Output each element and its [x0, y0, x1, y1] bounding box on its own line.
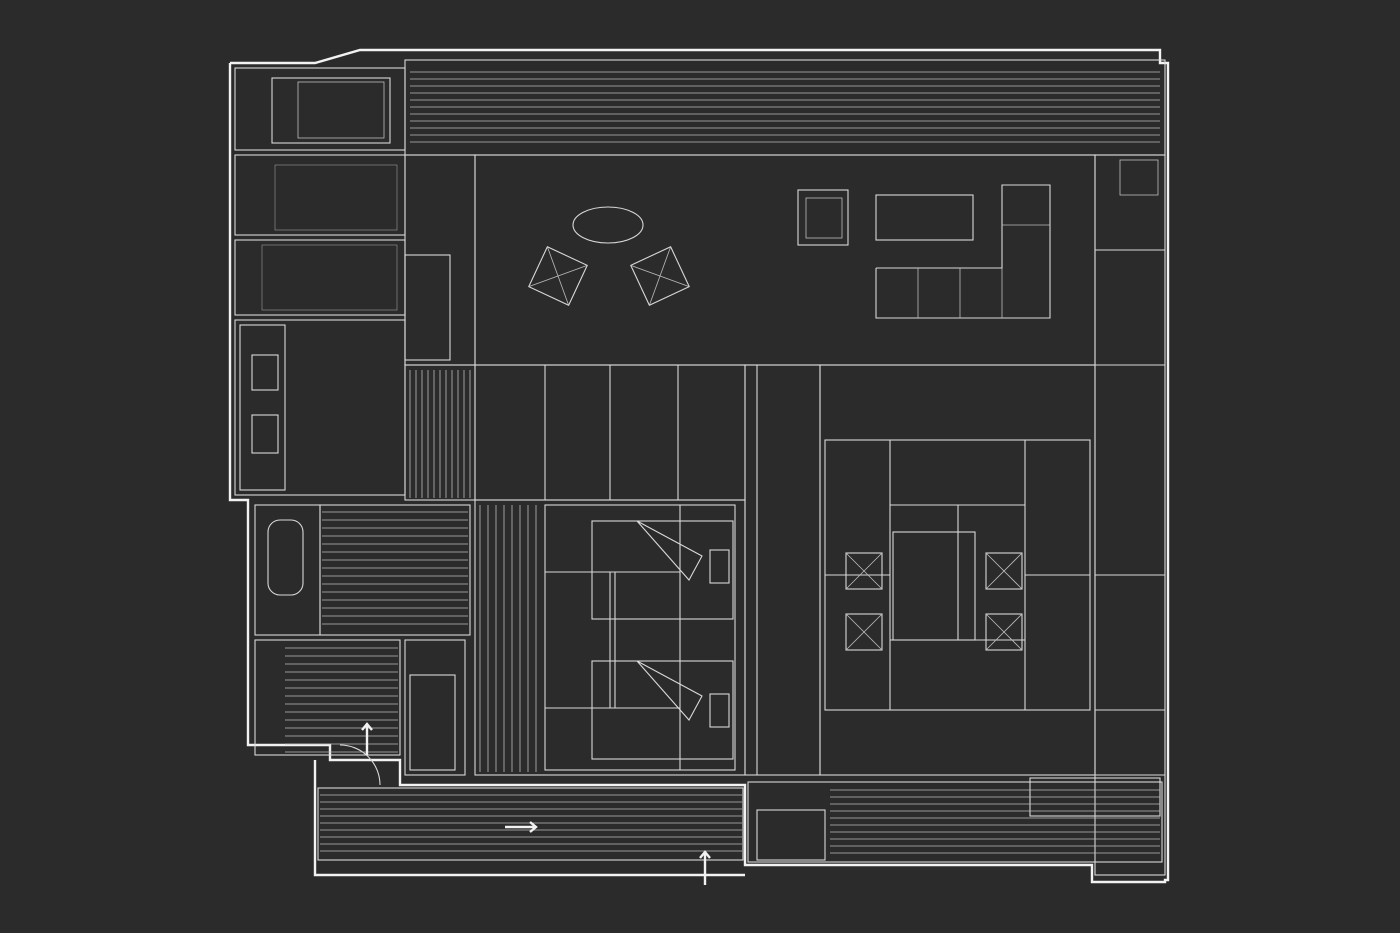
floor-chairs — [845, 552, 1023, 651]
coffee-table — [875, 194, 974, 241]
arrow-up-icon — [699, 850, 711, 885]
arrow-up-icon — [361, 722, 373, 755]
lounge-chair — [630, 246, 690, 306]
bed — [591, 660, 734, 760]
sectional-sofa — [875, 184, 1051, 319]
bed — [591, 520, 734, 620]
lounge-chair — [528, 246, 588, 306]
exterior-walls — [228, 48, 1170, 884]
dining-table — [892, 531, 976, 641]
arrow-right-icon — [505, 821, 538, 833]
bottom-deck — [317, 777, 1163, 863]
armchair — [797, 189, 849, 246]
bath-wing — [234, 67, 471, 786]
bedroom — [474, 499, 746, 776]
round-table — [572, 206, 644, 244]
dining-room — [819, 364, 1096, 776]
